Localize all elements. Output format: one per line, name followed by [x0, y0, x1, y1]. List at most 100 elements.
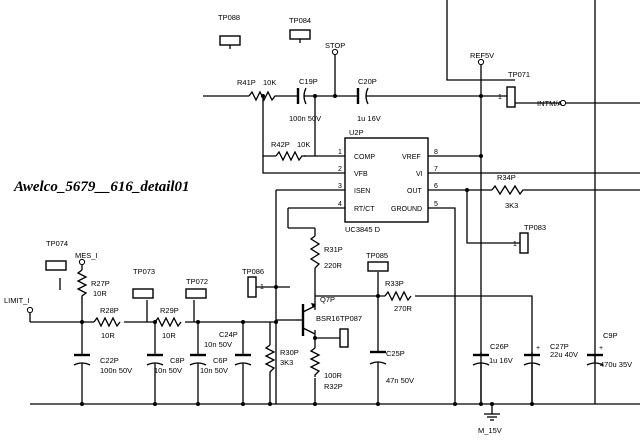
- c6p-ref: C6P: [213, 356, 228, 365]
- r33p-symbol: [384, 290, 412, 302]
- c9p-symbol: +: [586, 345, 604, 366]
- c22p-value: 100n 50V: [100, 366, 132, 375]
- r28p-value: 10R: [101, 331, 115, 340]
- r31p-symbol: [309, 235, 321, 269]
- ic-ref: U2P: [349, 128, 364, 137]
- tp071-label: TP071: [508, 70, 530, 79]
- tp083-pin1: 1: [513, 241, 517, 248]
- net-intm-a: INTM/A: [537, 99, 562, 108]
- ic-pin-vref: VREF: [402, 154, 421, 161]
- svg-text:+: +: [536, 345, 540, 352]
- r27p-value: 10R: [93, 289, 107, 298]
- tp073-pad: [132, 288, 154, 299]
- net-stop: STOP: [325, 41, 345, 50]
- c9p-ref: C9P: [603, 331, 618, 340]
- c9p-value: 470u 35V: [600, 360, 632, 369]
- r27p-ref: R27P: [91, 279, 110, 288]
- ic-part: UC3845 D: [345, 225, 381, 234]
- transistor-q7p: [296, 303, 316, 336]
- r34p-ref: R34P: [497, 173, 516, 182]
- r33p-ref: R33P: [385, 279, 404, 288]
- c25p-symbol: [369, 350, 387, 365]
- ic-pin-vi: VI: [416, 171, 423, 178]
- c24p-value: 10n 50V: [204, 340, 232, 349]
- tp074-pad: [45, 260, 67, 271]
- q7p-part: BSR16: [316, 314, 340, 323]
- tp084-label: TP084: [289, 16, 311, 25]
- r34p-symbol: [491, 184, 530, 196]
- c6p-symbol: [146, 353, 164, 366]
- r32p-symbol: [309, 347, 321, 377]
- c8p-symbol: [189, 353, 207, 366]
- c25p-value: 47n 50V: [386, 376, 414, 385]
- ic-pin-rtct: RT/CT: [354, 206, 375, 213]
- c22p-symbol: [73, 353, 91, 366]
- c8p-value: 10n 50V: [154, 366, 182, 375]
- ic-pinnum-ground: 5: [434, 201, 438, 208]
- r31p-ref: R31P: [324, 245, 343, 254]
- r30p-ref: R30P: [280, 348, 299, 357]
- r27p-symbol: [76, 269, 88, 299]
- r41p-ref: R41P: [237, 78, 256, 87]
- r34p-value: 3K3: [505, 201, 518, 210]
- c19p-symbol: [296, 87, 307, 105]
- ic-pin-ground: GROUND: [391, 206, 422, 213]
- ic-pinnum-vfb: 2: [338, 166, 342, 173]
- wires: [30, 0, 640, 414]
- c6p-value: 10n 50V: [200, 366, 228, 375]
- c26p-value: 1u 16V: [489, 356, 513, 365]
- r33p-value: 270R: [394, 304, 413, 313]
- c20p-symbol: [356, 87, 369, 105]
- c24p-symbol: [234, 353, 252, 366]
- junction-dots: [80, 94, 534, 406]
- tp074-label: TP074: [46, 239, 68, 248]
- r42p-ref: R42P: [271, 140, 290, 149]
- r41p-value: 10K: [263, 78, 276, 87]
- net-rings: [26, 48, 567, 314]
- c24p-ref: C24P: [219, 330, 238, 339]
- tp086-pad: [247, 276, 257, 298]
- tp072-label: TP072: [186, 277, 208, 286]
- r30p-symbol: [264, 344, 276, 375]
- r29p-value: 10R: [162, 331, 176, 340]
- ground-symbol: [484, 413, 500, 421]
- ic-pin-vfb: VFB: [354, 171, 368, 178]
- net-mes-i: MES_I: [75, 251, 98, 260]
- r30p-value: 3K3: [280, 358, 293, 367]
- resistors: [76, 90, 530, 377]
- svg-text:+: +: [599, 345, 603, 352]
- tp086-pin1: 1: [260, 284, 264, 291]
- r31p-value: 220R: [324, 261, 343, 270]
- r42p-symbol: [275, 150, 306, 162]
- tp085-pad: [367, 261, 389, 272]
- labels: Awelco_5679__616_detail01 TP088 TP084 TP…: [4, 13, 632, 435]
- c26p-ref: C26P: [490, 342, 509, 351]
- r28p-ref: R28P: [100, 306, 119, 315]
- ic-pinnum-vref: 8: [434, 149, 438, 156]
- r29p-ref: R29P: [160, 306, 179, 315]
- c27p-ref: C27P: [550, 342, 569, 351]
- r28p-symbol: [93, 316, 121, 328]
- c20p-value: 1u 16V: [357, 114, 381, 123]
- r42p-value: 10K: [297, 140, 310, 149]
- tp086-label: TP086: [242, 267, 264, 276]
- tp088-label: TP088: [218, 13, 240, 22]
- ic-pin-comp: COMP: [354, 154, 375, 161]
- c19p-value: 100n 50V: [289, 114, 321, 123]
- ic-pinnum-isen: 3: [338, 183, 342, 190]
- net-limit-i: LIMIT_I: [4, 296, 29, 305]
- c27p-value: 22u 40V: [550, 350, 578, 359]
- ic-pin-out: OUT: [407, 188, 423, 195]
- capacitors: + +: [73, 87, 604, 366]
- c22p-ref: C22P: [100, 356, 119, 365]
- diagram-title: Awelco_5679__616_detail01: [13, 179, 190, 195]
- tp088-pad: [219, 35, 241, 46]
- tp083-label: TP083: [524, 223, 546, 232]
- tp084-pad: [289, 29, 311, 40]
- r41p-symbol: [248, 90, 278, 102]
- c25p-ref: C25P: [386, 349, 405, 358]
- ic-pinnum-out: 6: [434, 183, 438, 190]
- tp071-pin1: 1: [498, 94, 502, 101]
- q7p-ref: Q7P: [320, 295, 335, 304]
